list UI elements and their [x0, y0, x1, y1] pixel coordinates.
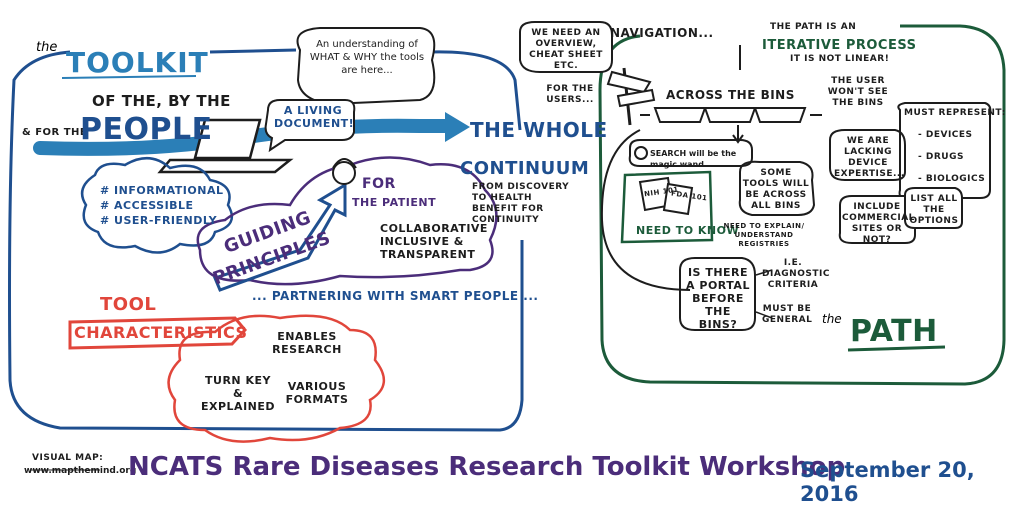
tool-banner: [68, 316, 247, 350]
workshop-title: NCATS Rare Diseases Research Toolkit Wor…: [128, 452, 846, 482]
explain-text: NEED TO EXPLAIN/ UNDERSTAND REGISTRIES: [723, 222, 805, 248]
bullet-informational: # INFORMATIONAL: [100, 184, 224, 197]
need-to-know-box: [620, 170, 714, 244]
list-all-text: LIST ALL THE OPTIONS: [909, 194, 959, 226]
across-bins-text: ACROSS THE BINS: [666, 88, 795, 102]
from-discovery-text: FROM DISCOVERY TO HEALTH BENEFIT FOR CON…: [472, 182, 570, 225]
need-to-know-text: NEED TO KNOW: [636, 224, 740, 237]
list-all-bubble: [904, 187, 963, 229]
path-is-an-text: THE PATH IS AN: [770, 22, 857, 32]
path-title: PATH: [850, 314, 938, 349]
bullets-cloud: [80, 157, 234, 254]
must-general-text: MUST BE GENERAL: [762, 304, 813, 325]
for-users-text: FOR THE USERS...: [546, 84, 594, 105]
enables-research-text: ENABLES RESEARCH: [272, 330, 342, 356]
whole-text: THE WHOLE: [470, 118, 608, 142]
visual-map-label: VISUAL MAP:: [32, 453, 104, 463]
various-formats-text: VARIOUS FORMATS: [285, 380, 349, 406]
patient-face-icon: [332, 161, 356, 185]
characteristics-cloud: [167, 314, 385, 443]
website-text: www.mapthemind.org: [24, 466, 137, 476]
search-bubble: [628, 139, 753, 167]
iterative-text: ITERATIVE PROCESS: [762, 38, 917, 53]
lacking-bubble: [829, 129, 906, 181]
navigation-text: NAVIGATION...: [610, 26, 714, 40]
represent-devices: - DEVICES: [918, 130, 973, 140]
some-tools-text: SOME TOOLS will be ACROSS ALL BINS: [742, 168, 810, 211]
portal-bubble: [679, 257, 756, 331]
represent-biologics: - BIOLOGICS: [918, 174, 986, 184]
living-document-text: A LIVING DOCUMENT!: [274, 104, 355, 130]
living-document-bubble: [264, 99, 356, 153]
must-represent-text: MUST REPRESENT:: [904, 108, 1006, 118]
toolkit-frame: [8, 50, 524, 432]
not-linear-text: IT IS NOT LINEAR!: [790, 54, 890, 64]
magnifier-icon: [634, 146, 648, 160]
portal-text: IS THERE A PORTAL BEFORE THE BINS?: [686, 266, 750, 331]
understanding-text: An understanding of WHAT & WHY the tools…: [309, 39, 425, 76]
people-title: PEOPLE: [80, 112, 213, 147]
search-text: SEARCH will be the magic wand: [650, 149, 737, 169]
guiding-cloud: [196, 156, 498, 286]
event-date: September 20, 2016: [800, 458, 975, 506]
include-commercial-text: INCLUDE COMMERCIAL SITES OR NOT?: [842, 202, 915, 245]
represent-drugs: - DRUGS: [918, 152, 964, 162]
the-path-prefix: the: [822, 312, 842, 326]
lacking-text: WE ARE LACKING DEVICE EXPERTISE...: [834, 136, 905, 179]
for-patient-text: the PATIENT: [352, 196, 437, 209]
user-wont-text: THE USER WON'T SEE THE BINS: [827, 76, 889, 108]
laptop-icon: [193, 118, 262, 160]
some-tools-bubble: [738, 160, 816, 216]
commercial-bubble: [838, 195, 916, 244]
bullet-accessible: # ACCESSIBLE: [100, 199, 194, 212]
bins-row: [653, 107, 807, 123]
turn-key-text: TURN KEY & EXPLAINED: [200, 374, 276, 413]
characteristics-text: CHARACTERISTICS: [74, 323, 248, 342]
continuum-text: CONTINUUM: [460, 158, 590, 179]
collaborative-text: COLLABORATIVE INCLUSIVE & TRANSPARENT: [380, 222, 488, 261]
bullet-user-friendly: # USER-FRIENDLY: [100, 214, 218, 227]
we-need-text: WE NEED AN OVERVIEW, CHEAT SHEET etc.: [529, 28, 603, 71]
for-the: & FOR THE: [22, 127, 88, 138]
book-fda-icon: [662, 182, 694, 216]
we-need-bubble: [519, 21, 613, 73]
for-patient-for: FOR: [362, 176, 396, 192]
guiding-arrow: [212, 182, 347, 292]
tool-text: TOOL: [100, 294, 157, 315]
partnering-text: ... PARTNERING WITH SMART PEOPLE ...: [252, 289, 539, 303]
toolkit-title: TOOLKIT: [66, 46, 209, 79]
ie-diagnostic-text: I.E. DIAGNOSTIC CRITERIA: [762, 258, 830, 290]
of-the-by-the: OF THE, BY THE: [92, 92, 231, 110]
the-prefix: the: [36, 40, 58, 55]
